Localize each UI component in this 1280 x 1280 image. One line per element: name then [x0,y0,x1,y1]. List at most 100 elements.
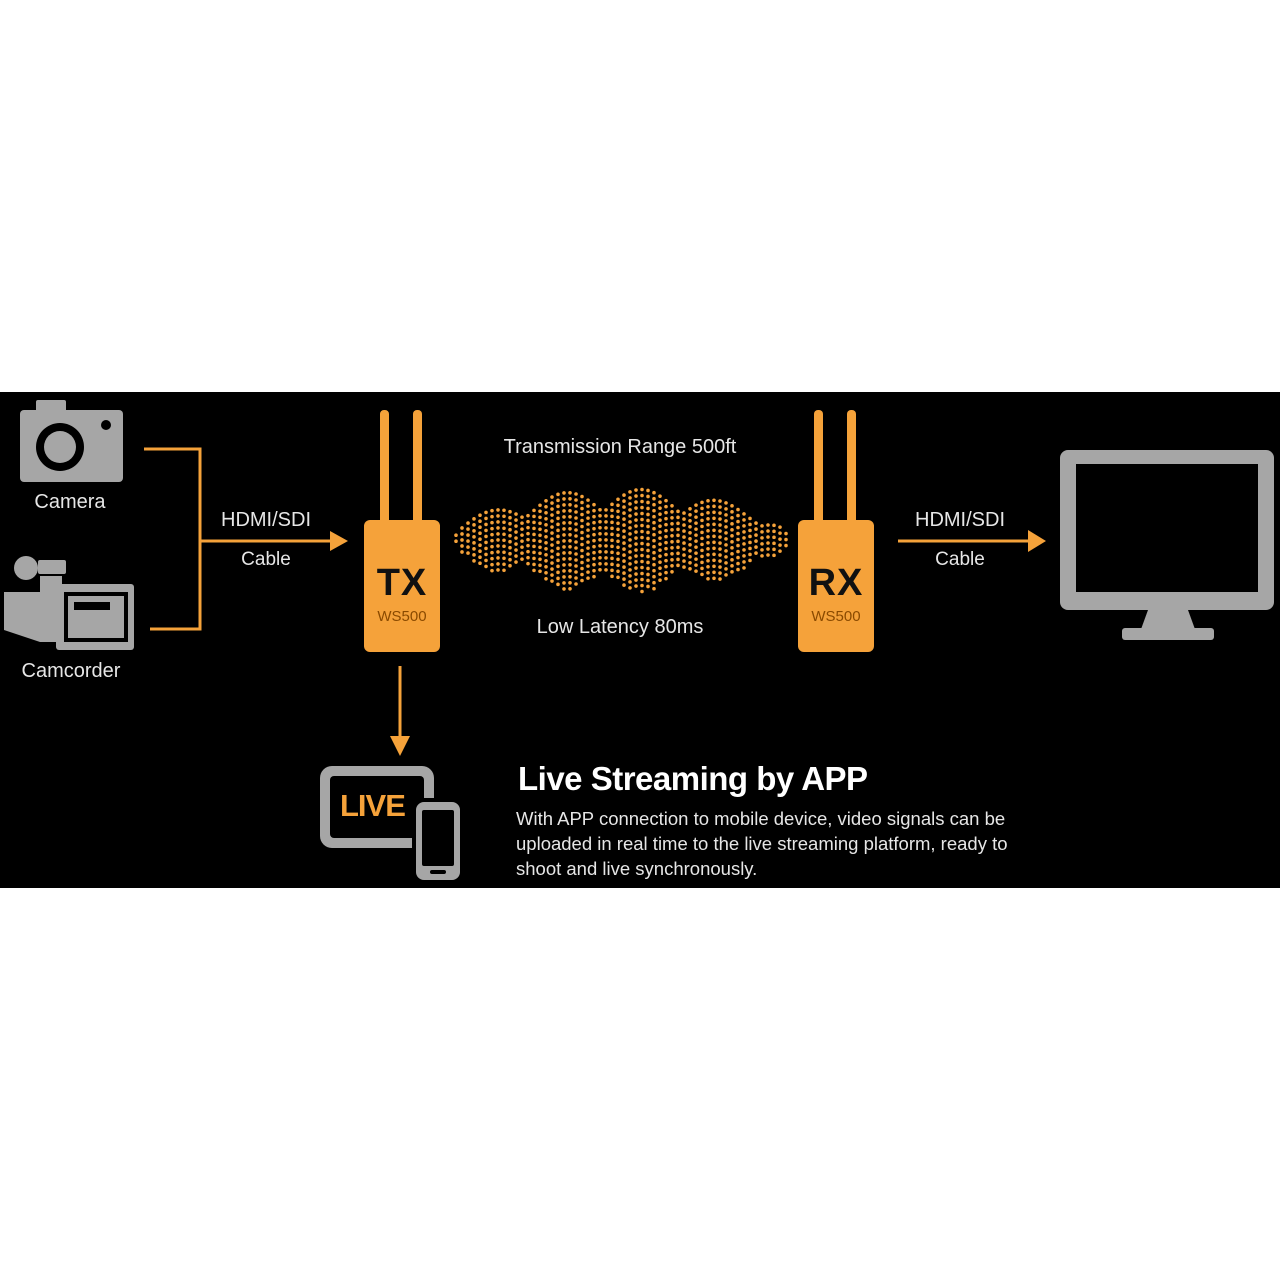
signal-dot [532,514,536,519]
signal-dot [556,516,560,521]
signal-dot [604,514,608,518]
signal-dot [556,564,560,569]
tablet-icon [320,766,434,848]
signal-dot [670,515,674,520]
signal-dot [562,509,566,513]
signal-dot [562,575,566,579]
signal-dot [772,553,776,558]
signal-dot [724,573,728,577]
signal-dot [544,576,548,581]
signal-dot [502,544,506,549]
signal-dot [700,506,704,511]
signal-dot [574,552,578,556]
signal-dot [700,518,704,523]
signal-dot [688,548,692,553]
signal-dot [772,523,776,528]
signal-dot [628,490,632,494]
transmitter-device [364,410,440,652]
signal-dot [652,586,656,591]
signal-dot [706,534,710,539]
signal-dot [556,510,560,515]
signal-dot [580,554,584,559]
signal-dot [706,564,710,569]
signal-dot [496,544,500,548]
signal-dot [532,562,536,567]
signal-dot [658,536,662,540]
signal-dot [574,528,578,532]
signal-dot [532,568,536,573]
signal-dot [730,570,734,574]
signal-dot [586,540,590,544]
signal-dot [634,578,638,582]
signal-dot [640,541,644,546]
signal-dot [676,557,680,562]
signal-dot [658,512,662,516]
signal-dot [748,546,752,551]
signal-dot [694,509,698,513]
signal-dot [718,547,722,551]
signal-dot [778,543,782,547]
output-arrowhead [1028,530,1046,552]
signal-dot [610,502,614,507]
signal-dot [568,538,572,543]
signal-dot [616,497,620,502]
signal-dot [562,491,566,495]
signal-dot [550,501,554,505]
signal-dot [508,539,512,544]
signal-dot [694,533,698,537]
signal-dot [520,557,524,561]
signal-dot [574,522,578,526]
signal-dot [460,526,464,530]
signal-dot [580,566,584,571]
signal-dot [574,546,578,550]
signal-dot [544,504,548,509]
signal-dot [670,521,674,526]
signal-dot [640,559,644,564]
signal-dot [718,571,722,575]
signal-dot [670,533,674,538]
signal-dot [700,524,704,529]
signal-dot [484,564,488,569]
signal-dot [580,494,584,499]
signal-dot [628,502,632,506]
signal-dot [532,508,536,513]
signal-dot [640,499,644,504]
signal-dot [550,567,554,571]
signal-dot [658,554,662,558]
signal-dot [712,540,716,545]
source-bracket [144,447,330,631]
signal-dot [568,556,572,561]
signal-dot [490,562,494,567]
signal-dot [580,506,584,511]
signal-dot [712,534,716,539]
signal-dot [502,508,506,513]
signal-dot [610,526,614,531]
signal-dot [508,563,512,568]
signal-dot [664,558,668,563]
signal-dot [496,562,500,566]
signal-dot [682,511,686,515]
signal-dot [676,509,680,514]
signal-dot [718,511,722,515]
signal-dot [700,536,704,541]
signal-dot [712,522,716,527]
signal-dot [634,554,638,558]
signal-dot [610,520,614,525]
signal-dot [658,530,662,534]
signal-dot [694,563,698,567]
signal-dot [568,580,572,585]
signal-dot [646,578,650,583]
signal-dot [514,548,518,552]
signal-dot [766,547,770,551]
signal-dot [730,516,734,520]
signal-dot [640,493,644,498]
signal-dot [724,525,728,529]
signal-dot [682,547,686,551]
signal-dot [646,572,650,577]
signal-dot [646,530,650,535]
signal-dot [586,576,590,580]
signal-dot [574,492,578,496]
signal-dot [682,559,686,563]
signal-dot [646,566,650,571]
signal-dot [706,546,710,551]
